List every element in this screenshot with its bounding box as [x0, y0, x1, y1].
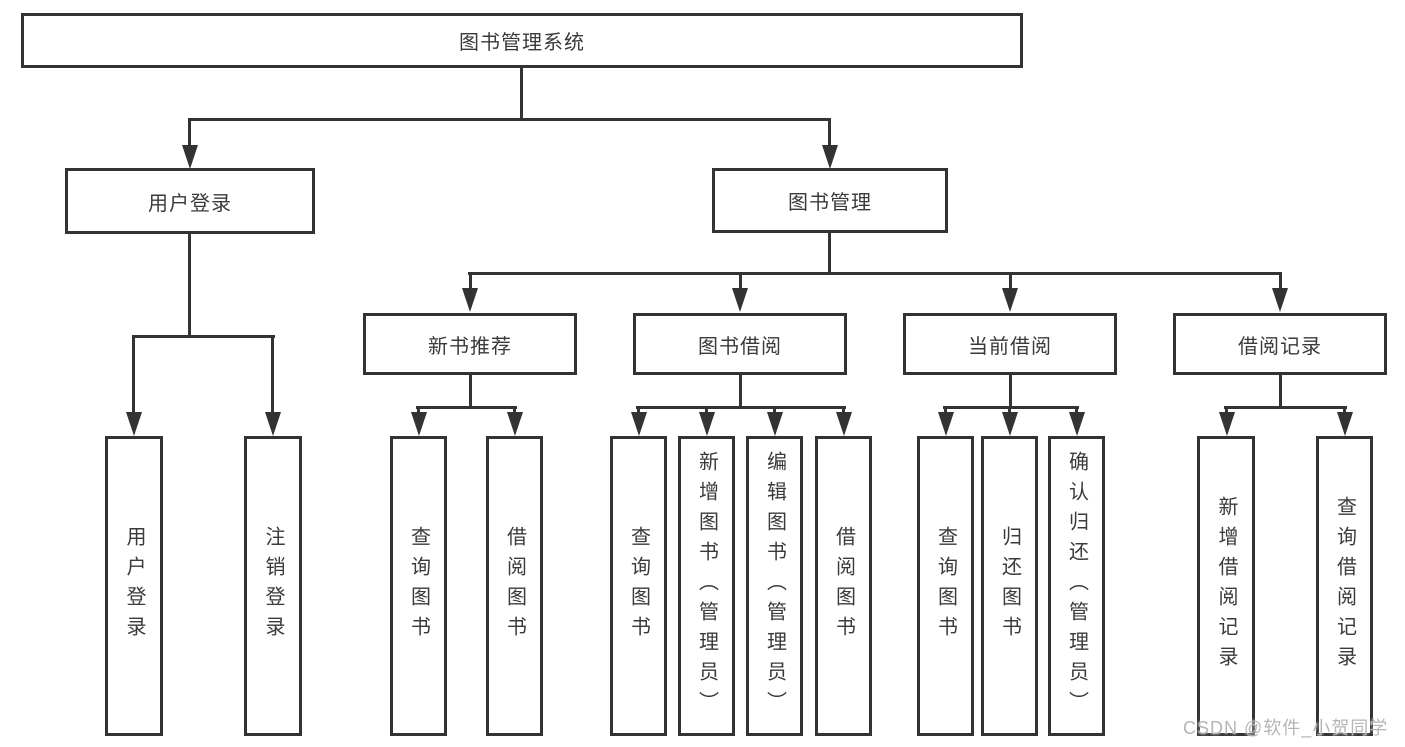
connector-new-book-stem	[469, 375, 472, 408]
connector-drop	[513, 406, 516, 415]
connector-level3-rail	[468, 272, 1281, 275]
connector-book-mgmt-drop	[828, 118, 831, 146]
connector-borrowing-records-stem	[1279, 375, 1282, 408]
leaf-label: 确认归还（管理员）	[1065, 451, 1088, 721]
connector-drop	[842, 406, 845, 415]
node-new-book-recommend: 新书推荐	[363, 313, 577, 375]
node-leaf-borrow-books-1: 借阅图书	[486, 436, 543, 736]
node-book-borrowing-label: 图书借阅	[698, 335, 782, 358]
connector-drop	[1008, 406, 1011, 415]
connector-drop	[705, 406, 708, 415]
node-borrowing-records: 借阅记录	[1173, 313, 1387, 375]
node-leaf-query-books-3: 查询图书	[917, 436, 974, 736]
node-borrowing-records-label: 借阅记录	[1238, 335, 1322, 358]
leaf-label: 借阅图书	[832, 526, 855, 646]
node-leaf-user-login: 用户登录	[105, 436, 163, 736]
connector-drop	[271, 335, 274, 414]
connector-borrowing-records-rail	[1224, 406, 1347, 409]
leaf-label: 查询图书	[407, 526, 430, 646]
connector-root-stem	[520, 68, 523, 118]
connector-book-mgmt-stem	[828, 233, 831, 275]
arrow-down-icon	[938, 412, 954, 436]
leaf-label: 借阅图书	[503, 526, 526, 646]
node-leaf-query-books-1: 查询图书	[390, 436, 447, 736]
node-leaf-logout: 注销登录	[244, 436, 302, 736]
connector-drop	[637, 406, 640, 415]
arrow-down-icon	[1002, 412, 1018, 436]
arrow-down-icon	[767, 412, 783, 436]
node-current-borrowing-label: 当前借阅	[968, 335, 1052, 358]
node-leaf-query-borrow-record: 查询借阅记录	[1316, 436, 1373, 736]
arrow-down-icon	[699, 412, 715, 436]
arrow-down-icon	[1219, 412, 1235, 436]
arrow-down-icon	[1002, 288, 1018, 312]
leaf-label: 查询借阅记录	[1333, 496, 1356, 676]
connector-level2-rail	[188, 118, 831, 121]
node-leaf-confirm-return-admin: 确认归还（管理员）	[1048, 436, 1105, 736]
node-leaf-user-login-label: 用户登录	[123, 526, 145, 646]
connector-current-borrowing-rail	[943, 406, 1079, 409]
arrow-down-icon	[1069, 412, 1085, 436]
node-leaf-query-books-2: 查询图书	[610, 436, 667, 736]
connector-drop	[417, 406, 420, 415]
connector-book-borrowing-stem	[739, 375, 742, 408]
node-book-management-label: 图书管理	[788, 192, 872, 214]
node-leaf-add-borrow-record: 新增借阅记录	[1197, 436, 1255, 736]
connector-user-login-rail	[132, 335, 275, 338]
arrow-down-icon	[126, 412, 142, 436]
connector-drop	[1009, 272, 1012, 290]
node-book-management: 图书管理	[712, 168, 948, 233]
node-leaf-borrow-books-2: 借阅图书	[815, 436, 872, 736]
connector-user-login-stem	[188, 234, 191, 335]
node-leaf-add-books-admin: 新增图书（管理员）	[678, 436, 735, 736]
node-current-borrowing: 当前借阅	[903, 313, 1117, 375]
arrow-down-icon	[822, 145, 838, 169]
leaf-label: 新增借阅记录	[1215, 496, 1237, 676]
arrow-down-icon	[836, 412, 852, 436]
connector-drop	[1343, 406, 1346, 415]
arrow-down-icon	[732, 288, 748, 312]
node-leaf-logout-label: 注销登录	[262, 526, 284, 646]
arrow-down-icon	[1272, 288, 1288, 312]
leaf-label: 归还图书	[998, 526, 1021, 646]
connector-user-login-drop	[188, 118, 191, 146]
node-user-login-label: 用户登录	[148, 192, 232, 215]
node-library-system: 图书管理系统	[21, 13, 1023, 68]
connector-drop	[1225, 406, 1228, 415]
connector-drop	[132, 335, 135, 414]
arrow-down-icon	[462, 288, 478, 312]
csdn-watermark: CSDN @软件_小贺同学	[1183, 718, 1389, 738]
connector-drop	[1279, 272, 1282, 290]
node-library-system-label: 图书管理系统	[459, 32, 585, 54]
node-leaf-return-books: 归还图书	[981, 436, 1038, 736]
leaf-label: 新增图书（管理员）	[695, 451, 718, 721]
connector-new-book-rail	[416, 406, 517, 409]
node-user-login: 用户登录	[65, 168, 315, 234]
connector-book-borrowing-rail	[636, 406, 846, 409]
connector-drop	[469, 272, 472, 290]
arrow-down-icon	[265, 412, 281, 436]
arrow-down-icon	[182, 145, 198, 169]
connector-drop	[739, 272, 742, 290]
node-book-borrowing: 图书借阅	[633, 313, 847, 375]
connector-current-borrowing-stem	[1009, 375, 1012, 408]
leaf-label: 编辑图书（管理员）	[763, 451, 786, 721]
arrow-down-icon	[507, 412, 523, 436]
node-new-book-recommend-label: 新书推荐	[428, 335, 512, 358]
arrow-down-icon	[411, 412, 427, 436]
node-leaf-edit-books-admin: 编辑图书（管理员）	[746, 436, 803, 736]
leaf-label: 查询图书	[934, 526, 957, 646]
arrow-down-icon	[1337, 412, 1353, 436]
connector-drop	[944, 406, 947, 415]
connector-drop	[773, 406, 776, 415]
arrow-down-icon	[631, 412, 647, 436]
connector-drop	[1075, 406, 1078, 415]
leaf-label: 查询图书	[627, 526, 650, 646]
